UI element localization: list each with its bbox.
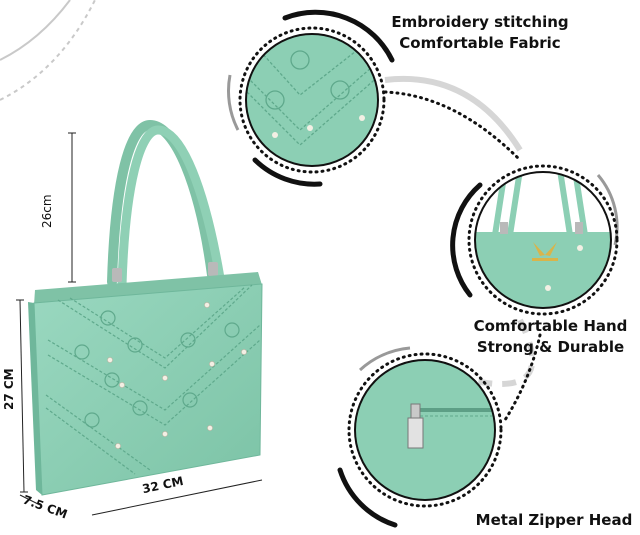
detail-circle-handle [450,164,619,316]
bag-handle-back [107,119,217,287]
feature-label-embroidery: Embroidery stitching Comfortable Fabric [375,12,585,54]
feature-label-handle: Comfortable Hand Strong & Durable [468,316,633,358]
detail-circle-embroidery [227,9,395,187]
dimension-lines [16,132,263,516]
decorative-swoosh [0,0,96,101]
dimension-handle-height: 26cm [40,194,54,228]
feature-label-zipper: Metal Zipper Head [470,510,638,531]
feature-text-hand: Comfortable Hand [473,317,628,335]
feature-text-zipper: Metal Zipper Head [475,511,633,529]
bag-body [33,283,263,496]
detail-circle-zipper [337,346,503,528]
bag-handle-front [117,125,225,290]
feature-text-embroidery: Embroidery stitching [391,13,569,31]
feature-text-durable: Strong & Durable [476,338,625,356]
dotted-connector-path [383,90,542,422]
handbag-image [28,119,263,496]
feature-text-fabric: Comfortable Fabric [399,34,561,52]
golden-wing-logo-icon [532,242,558,261]
dimension-body-height: 27 CM [2,368,16,410]
